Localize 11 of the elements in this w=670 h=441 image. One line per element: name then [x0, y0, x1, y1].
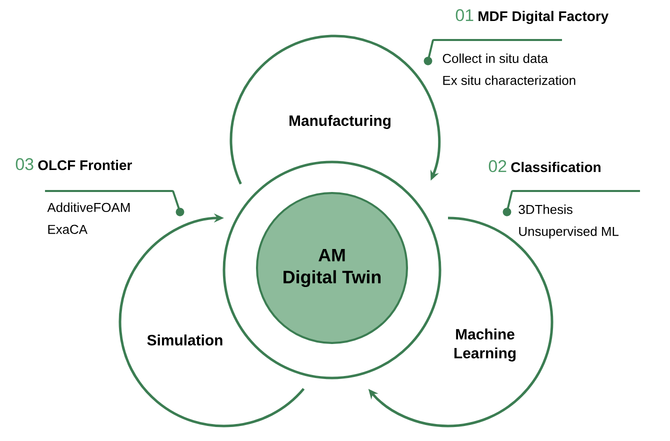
callout-text: 01 MDF Digital Factory Collect in situ data Ex situ characterization [442, 9, 609, 85]
leader-line [502, 190, 640, 216]
callout-text: 03 OLCF Frontier AdditiveFOAM ExaCA [16, 158, 132, 234]
loop-arrow [118, 213, 305, 428]
edge-label: Machine Learning [444, 328, 526, 362]
callout-text: 02 Classification 3DThesis Unsupervised ML [488, 160, 619, 239]
leader-line [45, 190, 184, 216]
leader-line [424, 39, 562, 66]
edge-label: Manufacturing [288, 114, 392, 130]
loop-arrow [230, 34, 441, 184]
edge-label: Simulation [146, 334, 224, 346]
